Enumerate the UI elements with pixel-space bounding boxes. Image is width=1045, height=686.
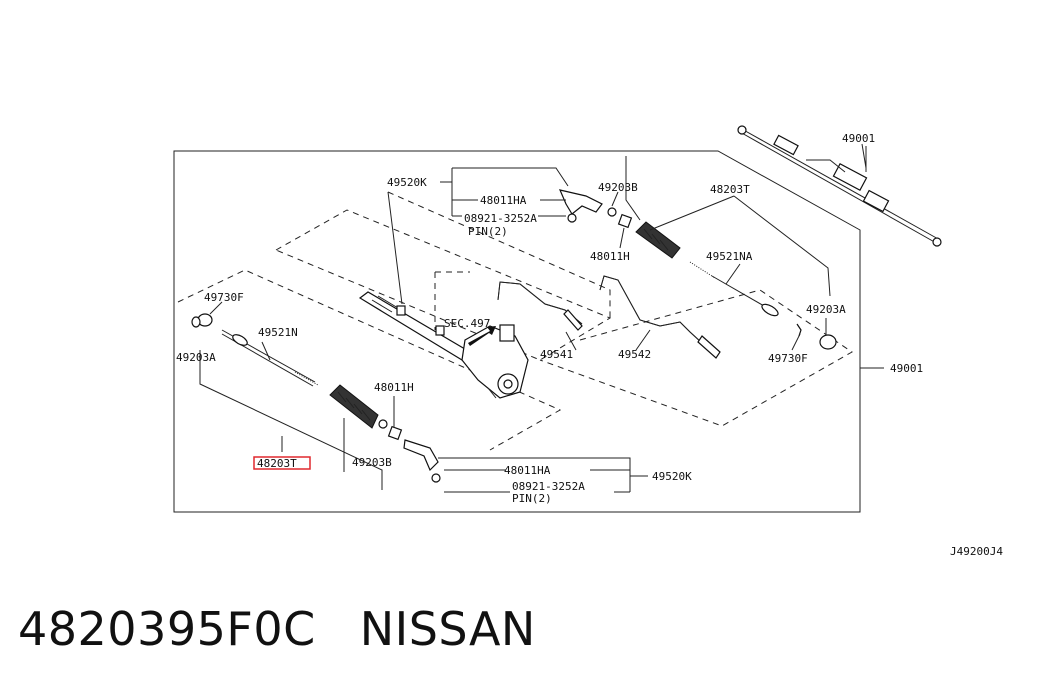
inner-tie-rod-upper (689, 261, 779, 317)
label-49730f-right: 49730F (768, 352, 808, 365)
label-49203b-upper: 49203B (598, 181, 638, 194)
label-49001-top: 49001 (842, 132, 875, 145)
label-49542: 49542 (618, 348, 651, 361)
label-49521na: 49521NA (706, 250, 753, 263)
band-clip-right (796, 323, 837, 350)
dashed-outline-right (387, 191, 611, 318)
label-49203b-lower: 49203B (352, 456, 392, 469)
nut-lower (387, 425, 403, 441)
dashed-outline-tubes (434, 271, 470, 330)
label-48011h-upper: 48011H (590, 250, 630, 263)
clip-upper (607, 207, 617, 217)
diagram-frame (173, 150, 861, 513)
tie-rod-end-upper (558, 189, 603, 223)
nut-h-upper (617, 213, 633, 229)
label-49521n: 49521N (258, 326, 298, 339)
label-48011ha-lower: 48011HA (504, 464, 551, 477)
label-48011h-lower: 48011H (374, 381, 414, 394)
dashed-outline-rack (274, 209, 612, 361)
highlight-label-48203t[interactable]: 48203T (257, 457, 297, 470)
label-08921-upper: 08921-3252A (464, 212, 537, 225)
part-number: 4820395F0C (18, 602, 316, 656)
label-08921-lower: 08921-3252A (512, 480, 585, 493)
label-49001-frame: 49001 (890, 362, 923, 375)
label-pin-qty-upper: PIN(2) (468, 225, 508, 238)
label-48011ha-upper: 48011HA (480, 194, 527, 207)
section-arrow (468, 326, 496, 346)
brand-name: NISSAN (359, 602, 536, 656)
dashed-outline-lower (177, 269, 562, 451)
steering-rack-assembly-icon (737, 125, 942, 247)
rack-housing (358, 291, 529, 399)
label-49730f-left: 49730F (204, 291, 244, 304)
highlight-box (253, 456, 311, 470)
label-49520k-lower: 49520K (652, 470, 692, 483)
caption: 4820395F0C NISSAN (18, 594, 536, 664)
tie-rod-end-lower (403, 439, 441, 483)
label-49520k-upper: 49520K (387, 176, 427, 189)
label-49203a-right: 49203A (806, 303, 846, 316)
label-49541: 49541 (540, 348, 573, 361)
clamp-left (378, 419, 388, 429)
boot-upper (635, 221, 681, 259)
leader-lines (199, 143, 884, 493)
label-48203t-upper: 48203T (710, 183, 750, 196)
label-49203a-left: 49203A (176, 351, 216, 364)
band-clip-left (191, 313, 213, 328)
boot-left (329, 384, 379, 429)
label-pin-qty-lower: PIN(2) (512, 492, 552, 505)
diagram-code: J49200J4 (950, 545, 1003, 558)
tube-49542 (599, 275, 721, 359)
label-sec-497: SEC.497 (444, 317, 490, 330)
tube-49541 (497, 281, 583, 331)
parts-diagram: 49001 49001 49520K 48011HA 08921-3252A P… (173, 125, 1003, 558)
dashed-outline-right-group (539, 289, 853, 427)
